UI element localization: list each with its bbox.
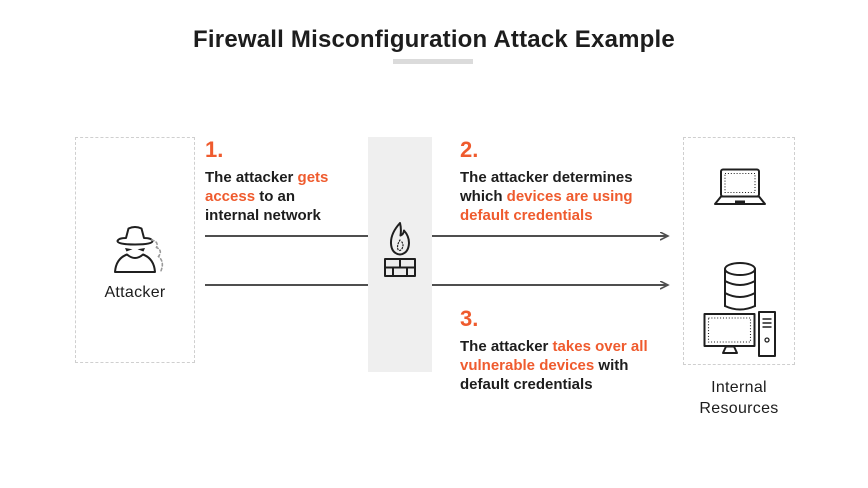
step-1-block: 1. The attacker gets access to an intern… — [205, 137, 353, 225]
step-2-text: The attacker determines which devices ar… — [460, 169, 665, 225]
laptop-icon — [708, 168, 772, 215]
firewall-strip — [368, 137, 432, 372]
step-3-text: The attacker takes over all vulnerable d… — [460, 338, 665, 394]
internal-resources-box — [683, 137, 795, 365]
attacker-spy-icon — [104, 224, 168, 281]
step-1-number: 1. — [205, 137, 224, 162]
desktop-computer-icon — [703, 310, 777, 363]
attacker-label: Attacker — [104, 284, 166, 301]
internal-resources-label: Internal Resources — [699, 379, 779, 417]
attack-flow-arrows — [205, 225, 675, 291]
step-3-seg-0: The attacker — [460, 338, 553, 355]
firewall-icon — [380, 221, 420, 284]
step-1-seg-0: The attacker — [205, 169, 298, 186]
step-2-seg-0: The attacker determines which — [460, 169, 633, 205]
step-3-block: 3. The attacker takes over all vulnerabl… — [460, 306, 665, 394]
step-1-seg-2: to an internal network — [205, 187, 321, 224]
step-2-seg-1: devices are using default credentials — [460, 187, 633, 224]
database-icon — [717, 260, 763, 319]
step-2-block: 2. The attacker determines which devices… — [460, 137, 665, 225]
step-3-seg-1: takes over all vulnerable devices — [460, 338, 648, 374]
step-2-number: 2. — [460, 137, 479, 162]
step-1-seg-1: gets access — [205, 169, 329, 205]
step-1-text: The attacker gets access to an internal … — [205, 169, 353, 225]
step-3-number: 3. — [460, 306, 479, 331]
title-underline-decoration — [393, 59, 473, 64]
step-3-seg-2: with default credentials — [460, 356, 629, 393]
attacker-box: Attacker — [75, 137, 195, 363]
page-title: Firewall Misconfiguration Attack Example — [193, 26, 675, 53]
